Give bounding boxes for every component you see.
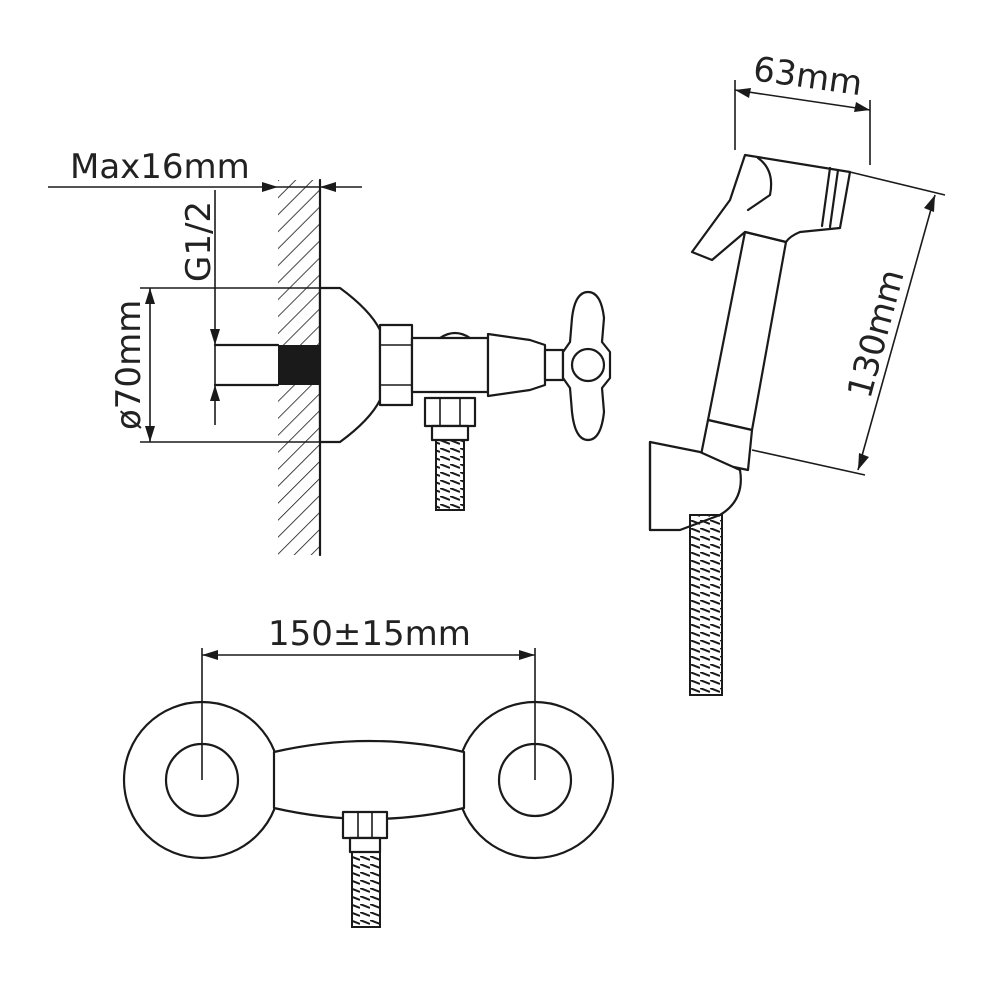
hose-shower — [689, 514, 723, 696]
handle-length-label: 130mm — [840, 265, 913, 402]
hand-shower: 63mm 130mm — [648, 49, 946, 696]
hose-front — [351, 851, 381, 928]
spray-head — [690, 153, 852, 262]
hex-nut — [378, 323, 414, 407]
handle-grip — [706, 230, 788, 432]
max-depth-label: Max16mm — [70, 147, 250, 187]
thread-label: G1/2 — [179, 201, 219, 282]
valve-body — [410, 336, 490, 394]
side-view: Max16mm G1/2 ø70mm — [48, 147, 612, 557]
hose-side — [435, 439, 465, 511]
pipe-insert — [278, 345, 320, 385]
spacing-label: 150±15mm — [268, 614, 471, 654]
front-view: 150±15mm — [122, 614, 615, 928]
head-width-label: 63mm — [751, 49, 865, 104]
outlet-nut — [423, 396, 477, 428]
diameter-label: ø70mm — [109, 300, 149, 430]
mixer-bar — [272, 739, 466, 821]
escutcheon — [318, 286, 382, 444]
front-outlet-nut — [341, 810, 389, 840]
